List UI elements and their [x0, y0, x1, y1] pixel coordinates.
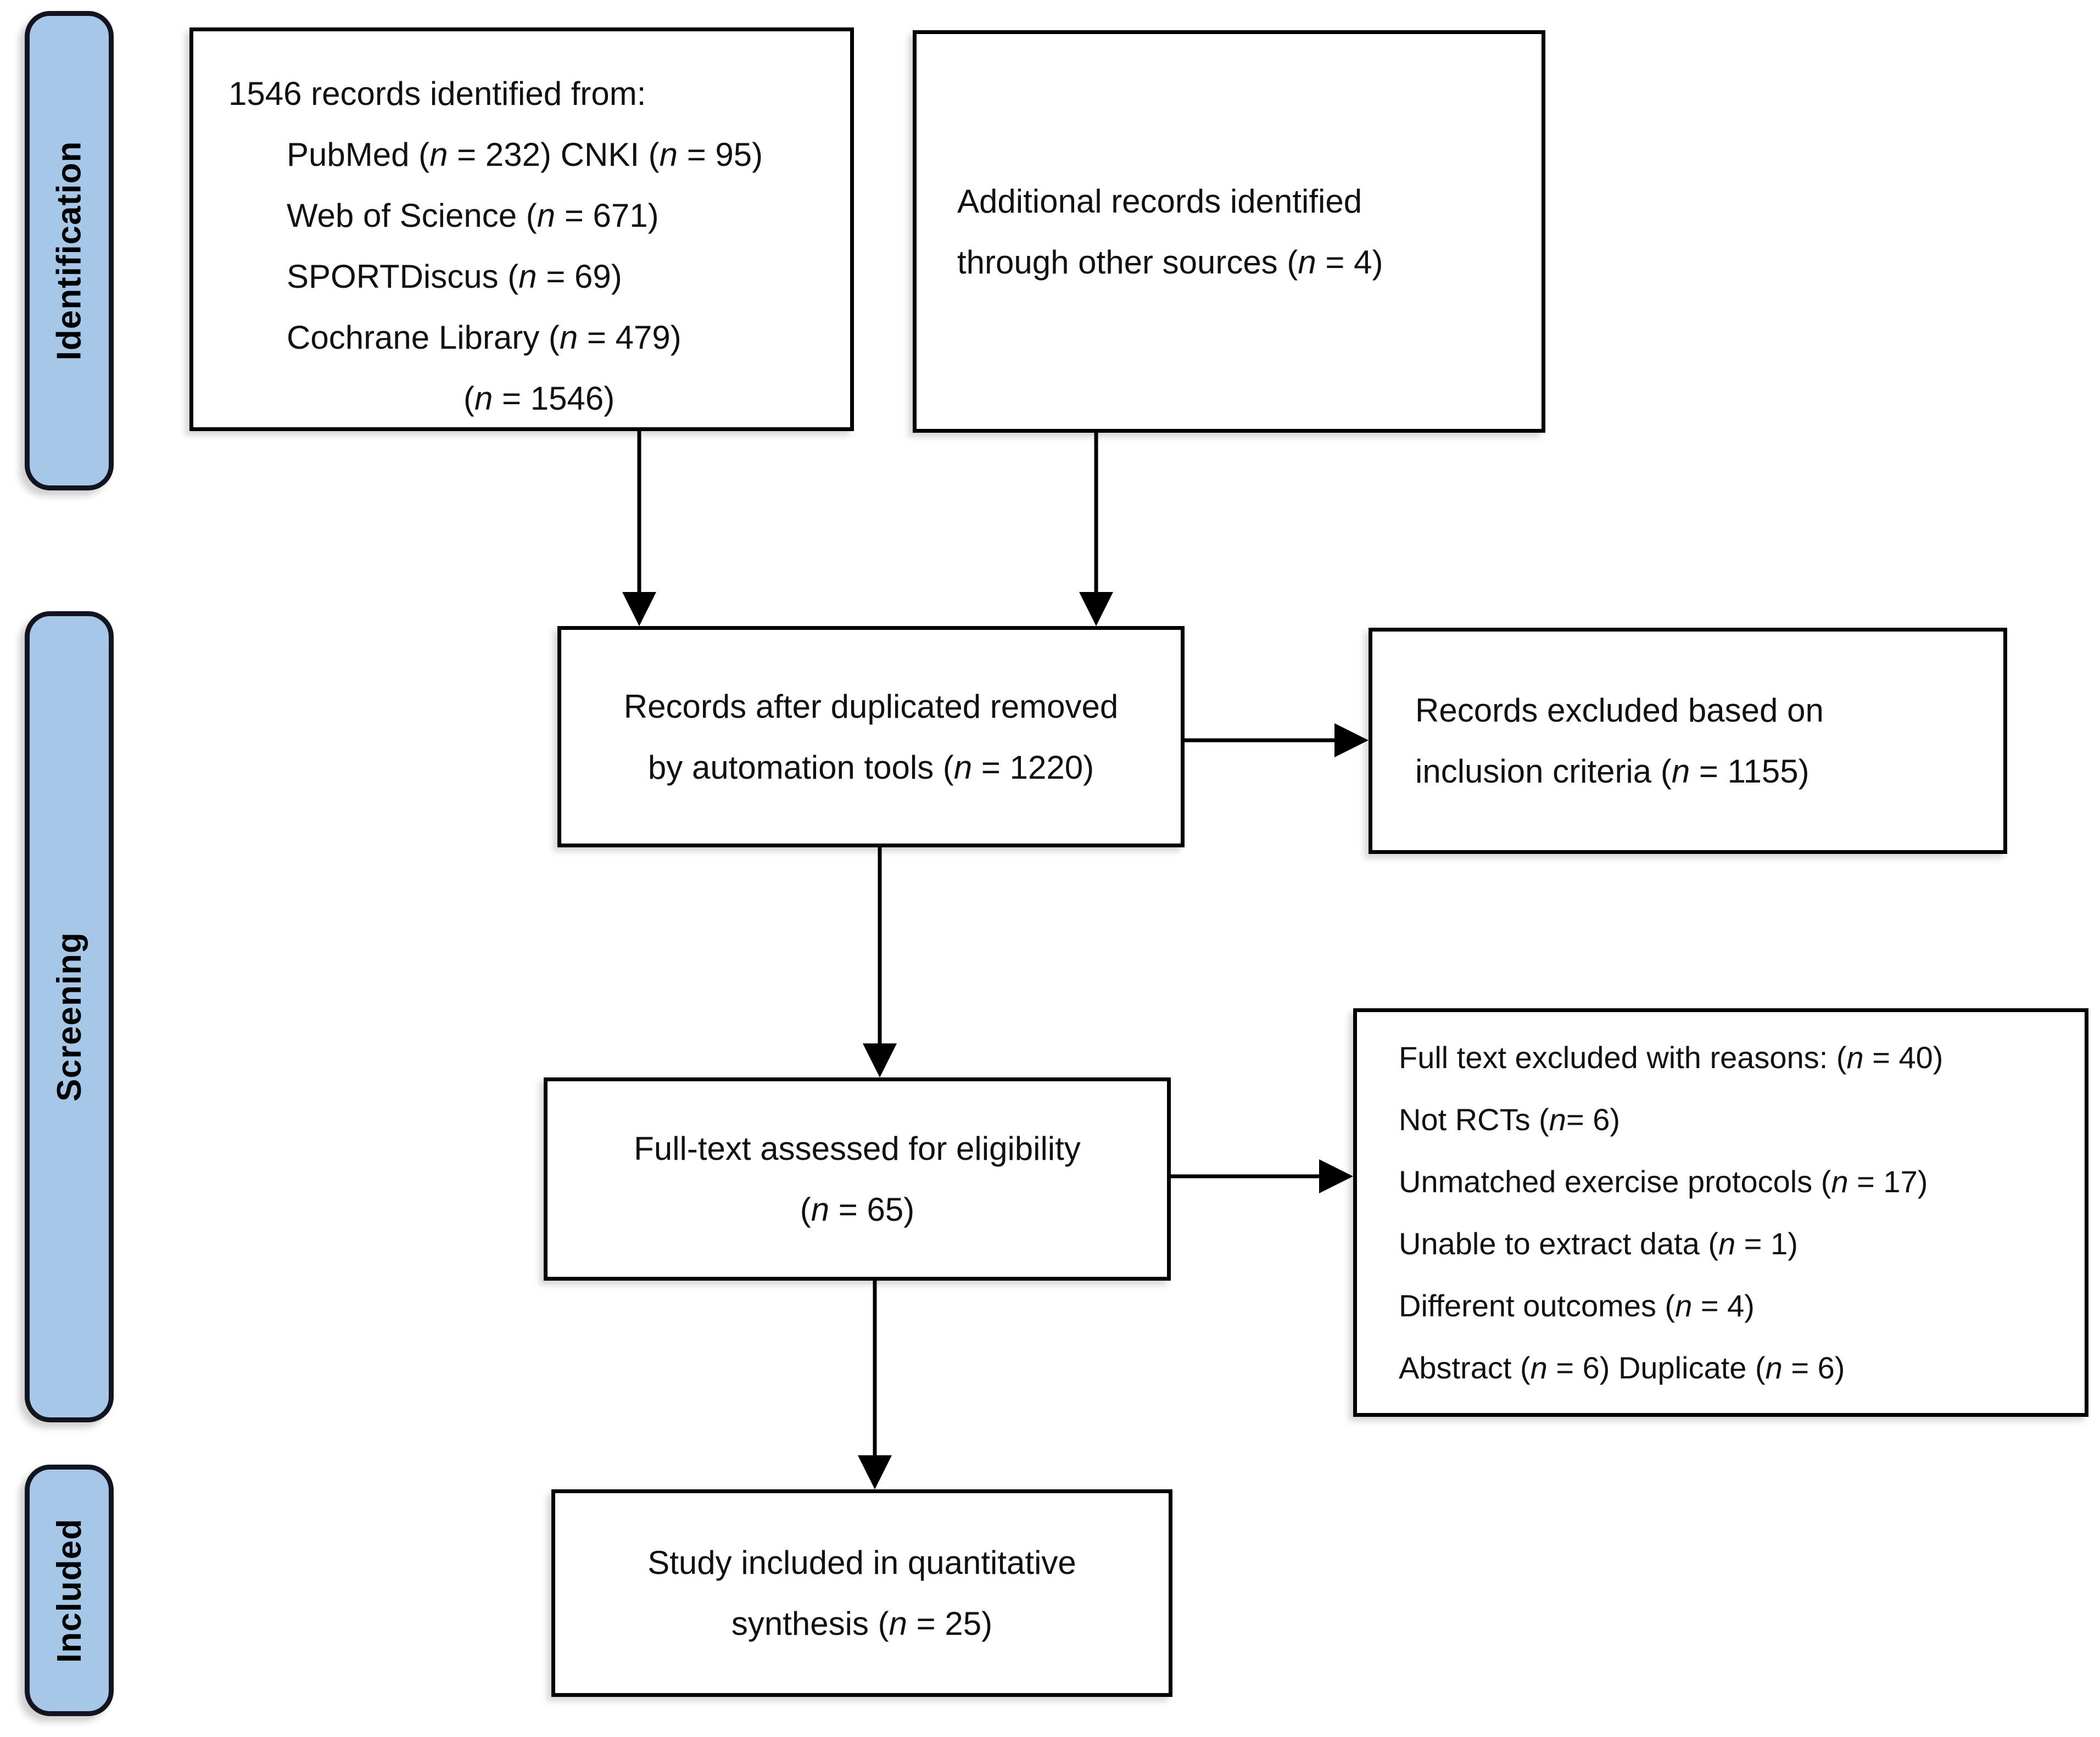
box-line: Unable to extract data (n = 1) — [1399, 1226, 1798, 1261]
box-line: 1546 records identified from: — [228, 75, 646, 112]
box-deduplicated-records: Records after duplicated removed by auto… — [557, 626, 1185, 847]
box-line: Full text excluded with reasons: (n = 40… — [1399, 1040, 1943, 1075]
box-line: Not RCTs (n= 6) — [1399, 1102, 1621, 1137]
box-records-excluded: Records excluded based on inclusion crit… — [1369, 628, 2007, 854]
arrow-fulltext-to-excluded — [1171, 1159, 1353, 1193]
box-line: inclusion criteria (n = 1155) — [1415, 753, 1809, 790]
arrow-additional-to-dedup — [1079, 433, 1113, 626]
arrow-identified-to-dedup — [622, 431, 656, 626]
box-line: SPORTDiscus (n = 69) — [287, 258, 622, 295]
arrow-dedup-to-excluded — [1185, 723, 1369, 757]
box-line: (n = 65) — [800, 1191, 915, 1228]
box-line: Web of Science (n = 671) — [287, 197, 659, 234]
stage-label-included: Included — [50, 1518, 88, 1663]
arrow-fulltext-to-included — [858, 1281, 892, 1489]
box-fulltext-assessed: Full-text assessed for eligibility (n = … — [544, 1077, 1171, 1281]
stage-bar-included: Included — [25, 1465, 114, 1716]
box-line: Study included in quantitative — [647, 1544, 1076, 1581]
box-study-included: Study included in quantitative synthesis… — [551, 1489, 1172, 1697]
stage-label-identification: Identification — [50, 141, 88, 361]
stage-bar-screening: Screening — [25, 611, 114, 1422]
arrow-dedup-to-fulltext — [863, 847, 897, 1077]
box-line: Unmatched exercise protocols (n = 17) — [1399, 1164, 1928, 1199]
box-line: Abstract (n = 6) Duplicate (n = 6) — [1399, 1350, 1845, 1385]
box-line: Records after duplicated removed — [623, 688, 1119, 725]
box-line: Different outcomes (n = 4) — [1399, 1288, 1755, 1323]
box-line: (n = 1546) — [463, 380, 615, 417]
box-line: Full-text assessed for eligibility — [634, 1130, 1081, 1167]
box-line: through other sources (n = 4) — [957, 243, 1383, 281]
box-line: Records excluded based on — [1415, 692, 1824, 729]
box-line: by automation tools (n = 1220) — [647, 749, 1094, 786]
box-line: PubMed (n = 232) CNKI (n = 95) — [287, 136, 763, 173]
box-line: synthesis (n = 25) — [731, 1605, 993, 1642]
stage-label-screening: Screening — [50, 932, 88, 1102]
box-fulltext-excluded: Full text excluded with reasons: (n = 40… — [1353, 1008, 2088, 1417]
box-line: Cochrane Library (n = 479) — [287, 319, 682, 356]
box-line: Additional records identified — [957, 182, 1362, 220]
stage-bar-identification: Identification — [25, 11, 114, 490]
box-records-identified: 1546 records identified from: PubMed (n … — [189, 27, 854, 431]
box-additional-records: Additional records identified through ot… — [913, 30, 1545, 433]
